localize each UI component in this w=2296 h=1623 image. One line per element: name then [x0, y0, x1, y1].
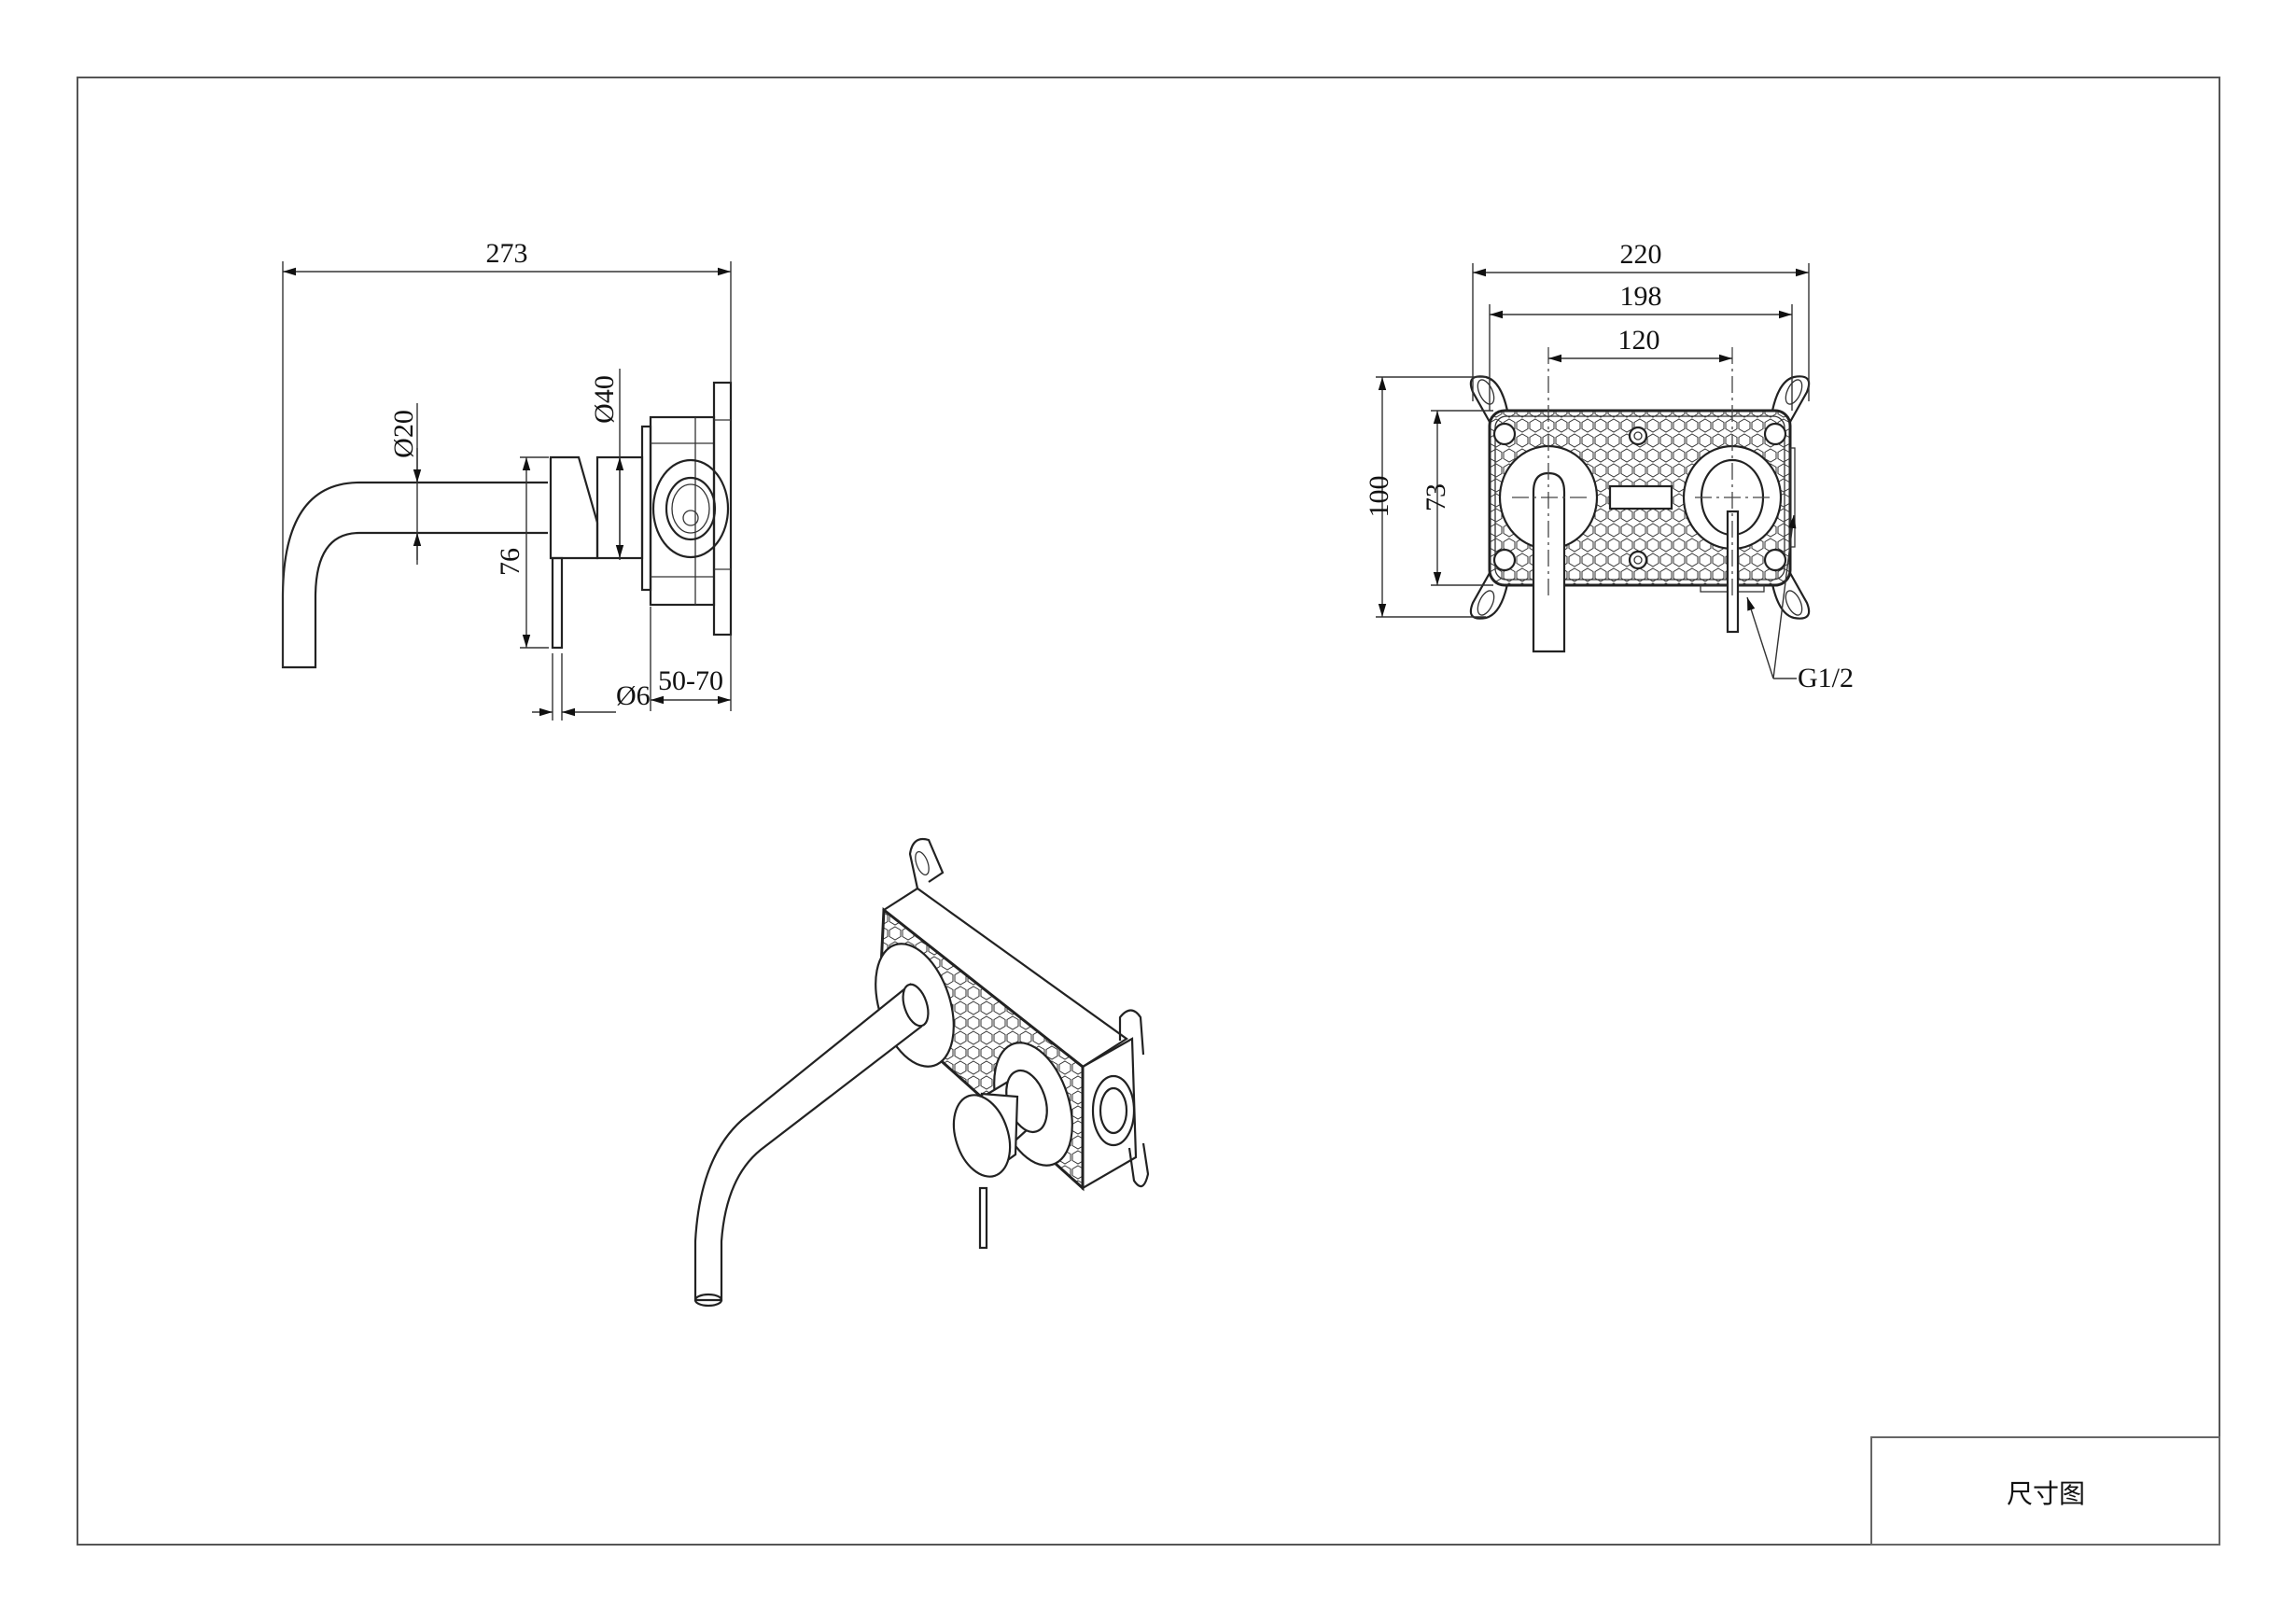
- dim-label-center-spacing: 120: [1618, 325, 1660, 356]
- dim-label-lever-height: 76: [495, 548, 525, 576]
- dim-label-overall-length: 273: [486, 238, 528, 269]
- dim-label-plate-height: 73: [1421, 483, 1451, 511]
- spout-iso: [693, 983, 923, 1302]
- isometric-view: [693, 837, 1150, 1308]
- lever-side: [551, 556, 564, 650]
- center-slot: [1608, 484, 1673, 511]
- mixer-handle-iso: [952, 1094, 1012, 1178]
- title-block-label: 尺寸图: [2007, 1478, 2085, 1509]
- handle-side: [549, 455, 599, 560]
- inlet-port-side: [651, 458, 730, 559]
- dim-label-thread: G1/2: [1798, 663, 1854, 693]
- dim-label-overall-width: 220: [1620, 239, 1662, 270]
- inlet-port-iso: [1091, 1074, 1136, 1147]
- dim-label-overall-height: 100: [1364, 476, 1394, 518]
- lever-iso: [978, 1186, 988, 1250]
- box-right-face: [1081, 1037, 1138, 1190]
- dim-label-escutcheon-diameter: Ø40: [589, 375, 620, 424]
- dim-label-spout-diameter: Ø20: [388, 410, 419, 458]
- dim-label-plate-width: 198: [1620, 281, 1662, 312]
- dim-label-lever-diameter: Ø6: [616, 680, 651, 711]
- side-view: 273 Ø20 Ø40 76 Ø6 50-70: [281, 238, 733, 721]
- front-view: 220 198 120 100 73 G1/2: [1364, 239, 1854, 693]
- dim-label-wall-depth: 50-70: [658, 665, 723, 696]
- title-block: 尺寸图: [1870, 1436, 2220, 1546]
- drawing-border: [77, 77, 2220, 1546]
